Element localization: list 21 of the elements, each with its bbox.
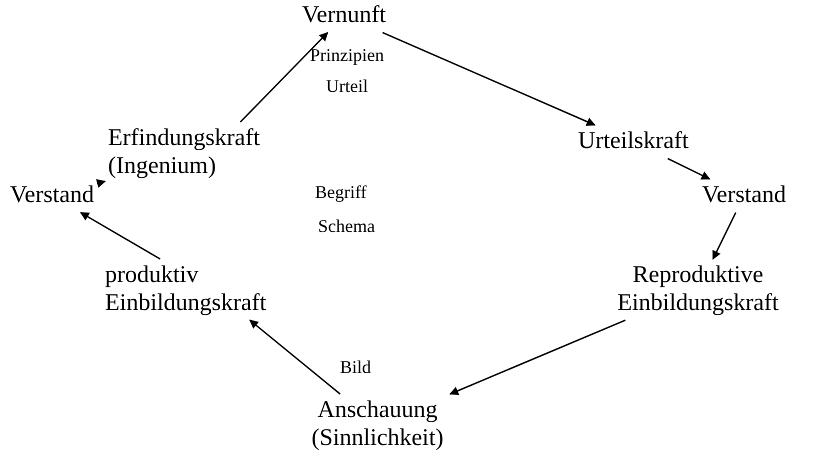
concept-text: Reproduktive Einbildungskraft [578, 262, 818, 318]
arrow [249, 320, 341, 395]
arrow [382, 32, 596, 126]
arrow [667, 158, 710, 180]
annotation-text: Schema [318, 216, 375, 237]
concept-text: Verstand [10, 182, 94, 210]
arrow [96, 179, 106, 188]
concept-text: Verstand [702, 182, 786, 210]
arrow [240, 32, 328, 123]
annotation-text: Bild [340, 357, 372, 378]
annotation-text: Prinzipien [310, 45, 384, 66]
annotation-text: Urteil [326, 76, 368, 97]
arrow [449, 320, 626, 395]
concept-text: Vernunft [302, 2, 386, 30]
concept-text: produktiv Einbildungskraft [105, 262, 320, 318]
concept-text: Anschauung (Sinnlichkeit) [290, 397, 465, 452]
arrow [712, 212, 736, 260]
concept-text: Erfindungskraft (Ingenium) [108, 125, 313, 180]
annotation-text: Begriff [315, 182, 367, 203]
arrow [80, 212, 161, 260]
concept-text: Urteilskraft [578, 128, 689, 156]
